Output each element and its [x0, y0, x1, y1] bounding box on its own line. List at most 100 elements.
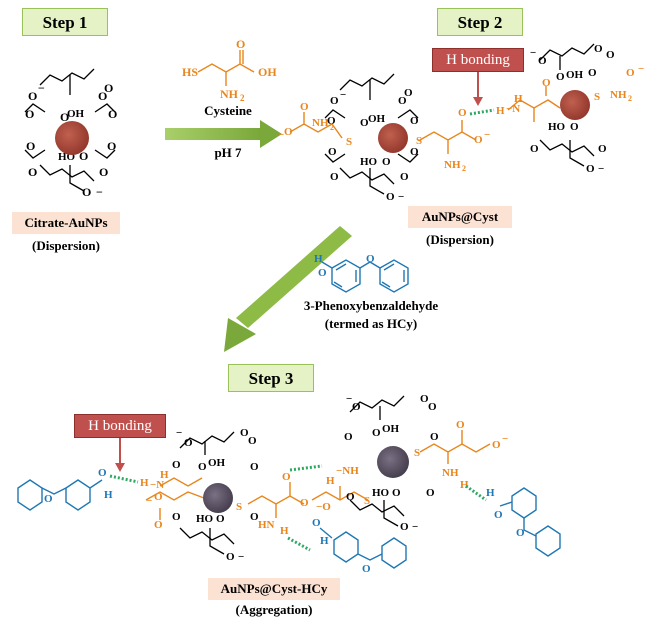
- svg-text:O: O: [328, 146, 337, 158]
- svg-text:−: −: [238, 551, 244, 563]
- svg-text:H: H: [140, 477, 149, 489]
- svg-text:OH: OH: [67, 108, 85, 120]
- svg-text:OH: OH: [208, 457, 226, 469]
- svg-text:O: O: [382, 156, 391, 168]
- hcy-mid-labels: OHO: [312, 517, 371, 575]
- svg-text:NH: NH: [312, 117, 329, 129]
- svg-text:O: O: [44, 493, 53, 505]
- svg-text:O: O: [312, 517, 321, 529]
- svg-text:O: O: [108, 107, 117, 121]
- svg-text:O: O: [284, 126, 293, 138]
- svg-text:−NH: −NH: [336, 465, 359, 477]
- svg-text:HN: HN: [258, 519, 275, 531]
- svg-text:O: O: [330, 171, 339, 183]
- agg-state-label: (Aggregation): [235, 602, 313, 617]
- svg-text:O: O: [494, 509, 503, 521]
- hcy-right-labels: HOO: [486, 487, 525, 539]
- svg-text:O: O: [372, 427, 381, 439]
- hcy-note-label: (termed as HCy): [324, 316, 418, 331]
- svg-text:H: H: [104, 489, 113, 501]
- svg-text:O: O: [426, 487, 435, 499]
- hydrogen-bond: [109, 474, 139, 484]
- gold-nanoparticle: [377, 446, 409, 478]
- svg-text:H: H: [496, 105, 505, 117]
- svg-text:O: O: [474, 134, 483, 146]
- svg-text:OH: OH: [368, 113, 386, 125]
- svg-text:NH: NH: [444, 159, 461, 171]
- cyst-aunps-label: AuNPs@Cyst: [408, 206, 512, 228]
- svg-text:O: O: [366, 253, 375, 265]
- svg-text:O: O: [172, 459, 181, 471]
- svg-text:O: O: [430, 431, 439, 443]
- gold-nanoparticle: [55, 121, 89, 155]
- svg-text:O: O: [79, 149, 88, 163]
- hydrogen-bond: [289, 464, 323, 472]
- svg-text:O: O: [98, 467, 107, 479]
- svg-text:O: O: [570, 121, 579, 133]
- svg-text:O: O: [352, 401, 361, 413]
- svg-text:O: O: [458, 107, 467, 119]
- svg-text:O: O: [28, 89, 37, 103]
- hydrogen-bond: [465, 484, 487, 502]
- svg-text:O: O: [588, 67, 597, 79]
- svg-text:−O: −O: [316, 501, 331, 513]
- svg-text:O: O: [300, 497, 309, 509]
- svg-text:O: O: [542, 77, 551, 89]
- hbond-pointer-head: [115, 463, 125, 472]
- hcy-atom-labels: HO O: [314, 253, 375, 279]
- agg-label: AuNPs@Cyst-HCy: [208, 578, 340, 600]
- svg-text:HO: HO: [372, 487, 390, 499]
- svg-text:−: −: [96, 185, 103, 199]
- svg-text:O: O: [410, 115, 419, 127]
- svg-text:O: O: [330, 95, 339, 107]
- svg-text:O: O: [386, 191, 395, 203]
- svg-text:O: O: [626, 67, 635, 79]
- svg-text:O: O: [344, 431, 353, 443]
- svg-text:−: −: [638, 63, 644, 75]
- svg-text:NH: NH: [610, 89, 627, 101]
- svg-text:O: O: [392, 487, 401, 499]
- reaction-condition: pH 7: [214, 145, 242, 160]
- svg-text:O: O: [250, 461, 259, 473]
- svg-text:2: 2: [330, 123, 334, 132]
- hydrogen-bond: [469, 108, 495, 116]
- svg-text:HO: HO: [196, 513, 214, 525]
- svg-text:O: O: [598, 143, 607, 155]
- h-bonding-label: H bonding: [432, 48, 524, 72]
- svg-text:−: −: [346, 393, 352, 405]
- svg-text:O: O: [82, 185, 91, 199]
- svg-text:O: O: [404, 87, 413, 99]
- hbond-pointer-head: [473, 97, 483, 106]
- svg-text:OH: OH: [258, 65, 277, 79]
- svg-text:O: O: [428, 401, 437, 413]
- agg-aunp-citrate-right: [349, 395, 405, 527]
- hcy-structure: [321, 259, 409, 293]
- h-bonding-label: H bonding: [74, 414, 166, 438]
- svg-text:H: H: [460, 479, 469, 491]
- svg-text:O: O: [107, 139, 116, 153]
- svg-text:−: −: [502, 433, 508, 445]
- agg-cyst-right-labels: S OO− NHH: [414, 419, 508, 491]
- svg-text:OH: OH: [566, 69, 584, 81]
- svg-text:−: −: [412, 521, 418, 533]
- svg-text:O: O: [516, 527, 525, 539]
- svg-text:2: 2: [462, 164, 466, 173]
- cyst-aunp-citrate-left: [324, 73, 419, 195]
- svg-text:O: O: [154, 519, 163, 531]
- svg-text:O: O: [586, 163, 595, 175]
- svg-text:O: O: [556, 71, 565, 83]
- svg-text:NH: NH: [220, 87, 239, 101]
- svg-text:HO: HO: [548, 121, 566, 133]
- svg-text:O: O: [594, 43, 603, 55]
- svg-text:S: S: [236, 501, 242, 513]
- step-3-banner: Step 3: [228, 364, 314, 392]
- svg-text:H: H: [514, 93, 523, 105]
- hcy-left-labels: OOH: [44, 467, 113, 505]
- svg-text:O: O: [154, 491, 163, 503]
- svg-text:H: H: [160, 469, 169, 481]
